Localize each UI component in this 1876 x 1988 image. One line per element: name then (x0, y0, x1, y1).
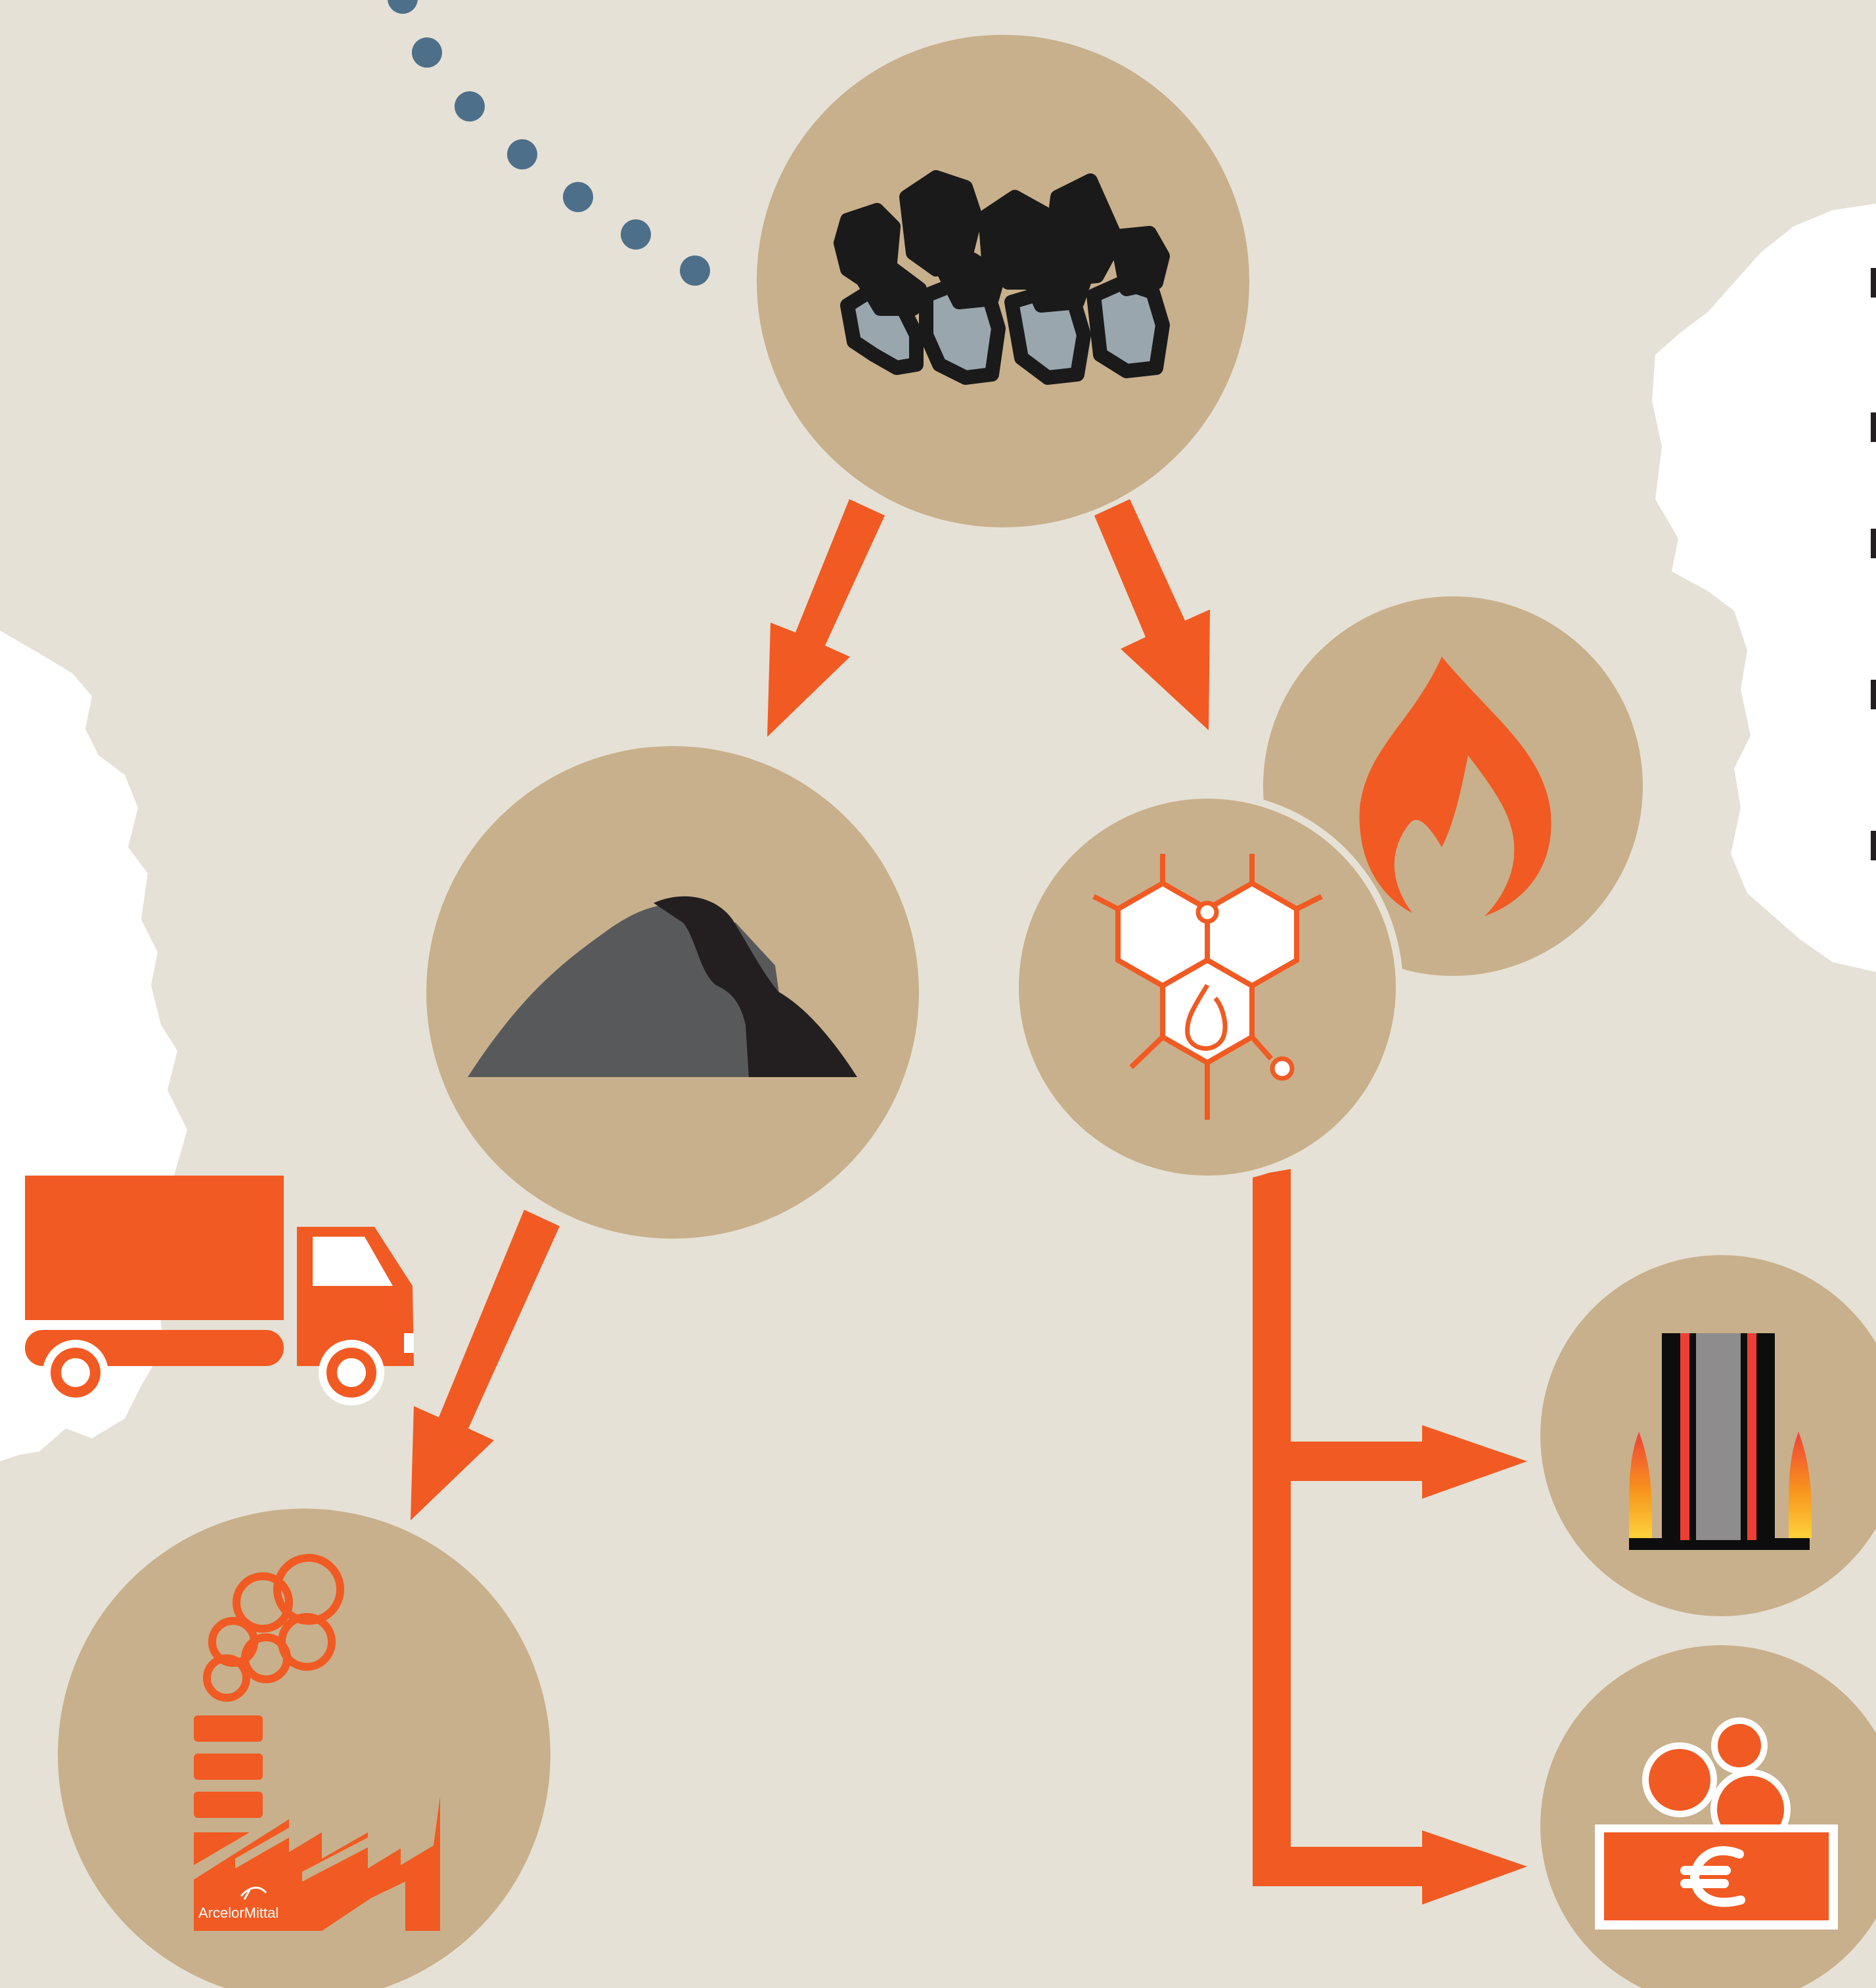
node-coke-pile (426, 746, 919, 1239)
node-steel-plant: ArcelorMittal (58, 1509, 550, 1988)
arcelormittal-logo-text: ArcelorMittal (198, 1905, 279, 1921)
node-chemicals (1012, 791, 1403, 1183)
node-coal (757, 35, 1249, 527)
